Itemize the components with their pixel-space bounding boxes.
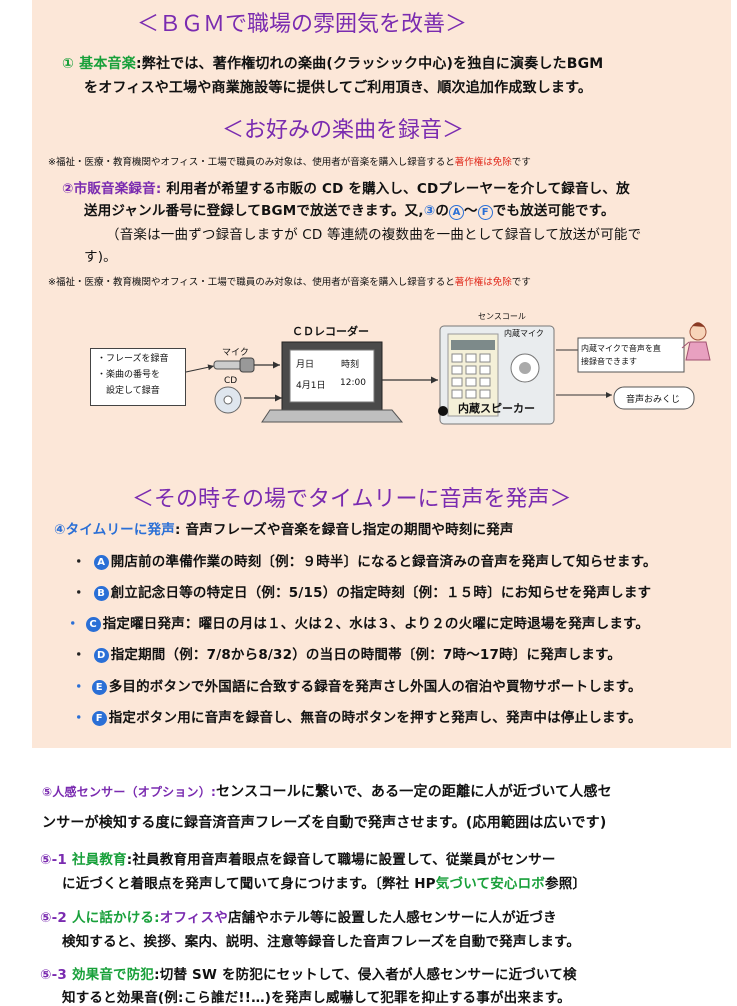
keypad [451,353,491,399]
mic-label: マイク [222,348,249,358]
screen-col1: 月日 [296,360,315,370]
letter-f-icon: F [477,205,493,220]
bullet-text: 多目的ボタンで外国語に合致する録音を発声さし外国人の宿泊や買物サポートします。 [108,679,642,695]
left-info-box: ・フレーズを録音 ・楽曲の番号を 設定して録音 [90,348,186,406]
laptop-recorder-icon [261,341,404,423]
bullet-text: 指定ボタン用に音声を録音し、無音の時ボタンを押すと発声し、発声中は停止します。 [108,710,642,726]
sensecall-label: センスコール [478,312,526,321]
item2-label: ②市販音楽録音 [62,181,156,197]
cd-recorder-label: ＣＤレコーダー [292,325,369,338]
item1-line2: をオフィスや工場や商業施設等に提供してご利用頂き、順次追加作成致します。 [84,80,593,96]
item1-line1: ① 基本音楽:弊社では、著作権切れの楽曲(クラッシック中心)を独自に演奏したBG… [62,56,604,72]
item4-label: ④タイムリーに発声 [54,522,175,538]
item2-line1: ②市販音楽録音: 利用者が希望する市販の CD を購入し、CDプレーヤーを介して… [62,181,630,197]
recording-diagram: ・フレーズを録音 ・楽曲の番号を 設定して録音 [0,0,737,470]
cd-label: CD [224,376,238,386]
letter-a-icon: A [449,205,465,220]
paren-line2: す)。 [84,249,117,265]
sub2-label: 人に話かける: [71,910,160,926]
bullet-text: 創立記念日等の特定日（例：5/15）の指定時刻〔例：１５時〕にお知らせを発声しま… [110,585,652,601]
right-info-box-2 [613,386,695,410]
sub2-line1: ⑤-2 人に話かける:オフィスや店舗やホテル等に設置した人感センサーに人が近づき [40,910,557,926]
letter-f-icon: F [91,711,107,726]
screen-time: 12:00 [340,378,366,388]
item5-label: ⑤人感センサー（オプション）: [42,785,216,799]
letter-e-icon: E [91,680,107,695]
letter-d-icon: D [93,648,109,663]
sub1-line1: ⑤-1 社員教育:社員教育用音声着眼点を録音して職場に設置して、従業員がセンサー [40,852,556,868]
bullet-text: 指定曜日発声：曜日の月は１、火は２、水は３、より２の火曜に定時退場を発声します。 [102,616,650,632]
bullet-text: 指定期間（例：7/8から8/32）の当日の時間帯〔例：7時～17時〕に発声します… [110,647,622,663]
paren-line1: （音楽は一曲ずつ録音しますが CD 等連続の複数曲を一曲として録音して放送が可能… [106,227,642,243]
letter-b-icon: B [93,586,109,601]
microphone-icon [213,357,255,373]
sub3-line1: ⑤-3 効果音で防犯:切替 SW を防犯にセットして、侵入者が人感センサーに近づ… [40,967,577,983]
sub3-line2: 知すると効果音(例:こら誰だ!!…)を発声し威嚇して犯罪を抑止する事が出来ます。 [62,990,571,1006]
bgm-heading: ＜ＢＧＭで職場の雰囲気を改善＞ [137,12,468,37]
right-box1-text: 内蔵マイクで音声を直 接録音できます [581,344,661,366]
item5-line1: ⑤人感センサー（オプション）:センスコールに繋いで、ある一定の距離に人が近づいて… [42,784,612,800]
inner-speaker-label: 内蔵スピーカー [458,402,535,415]
letter-a-icon: A [93,555,109,570]
right-info-box-1 [577,337,685,373]
sub3-label: 効果音で防犯 [71,967,155,983]
item1-label: ① 基本音楽 [62,56,136,72]
diagram-graphics [185,322,711,425]
sub2-line2: 検知すると、挨拶、案内、説明、注意等録音した音声フレーズを自動で発声します。 [62,934,581,950]
sub1-line2: に近づくと着眼点を発声して聞いて身につけます。〔弊社 HP気づいて安心ロボ参照〕 [62,876,587,892]
sensecall-device-icon [439,325,555,425]
cd-icon [214,386,242,414]
right-box2-text: 音声おみくじ [626,395,681,405]
screen-col2: 時刻 [341,360,360,370]
sub1-label: 社員教育 [71,852,127,868]
bullet-text: 開店前の準備作業の時刻〔例：９時半〕になると録音済みの音声を発声して知らせます。 [110,554,657,570]
letter-c-icon: C [85,617,101,632]
inner-mic-label: 内蔵マイク [504,329,544,338]
item5-line2: ンサーが検知する度に録音済音声フレーズを自動で発声させます。(応用範囲は広いです… [42,815,607,831]
item4-line: ④タイムリーに発声: 音声フレーズや音楽を録音し指定の期間や時刻に発声 [54,522,514,538]
screen-date: 4月1日 [296,381,326,391]
copyright-note-1: ※福祉・医療・教育機関やオフィス・工場で職員のみ対象は、使用者が音楽を購入し録音… [48,157,531,168]
person-icon [685,322,711,361]
copyright-note-2: ※福祉・医療・教育機関やオフィス・工場で職員のみ対象は、使用者が音楽を購入し録音… [48,277,531,288]
sensor-dot [438,406,448,416]
recording-heading: ＜お好みの楽曲を録音＞ [222,118,465,143]
speaker-grill-icon [510,353,540,383]
timely-heading: ＜その時その場でタイムリーに音声を発声＞ [132,487,572,512]
